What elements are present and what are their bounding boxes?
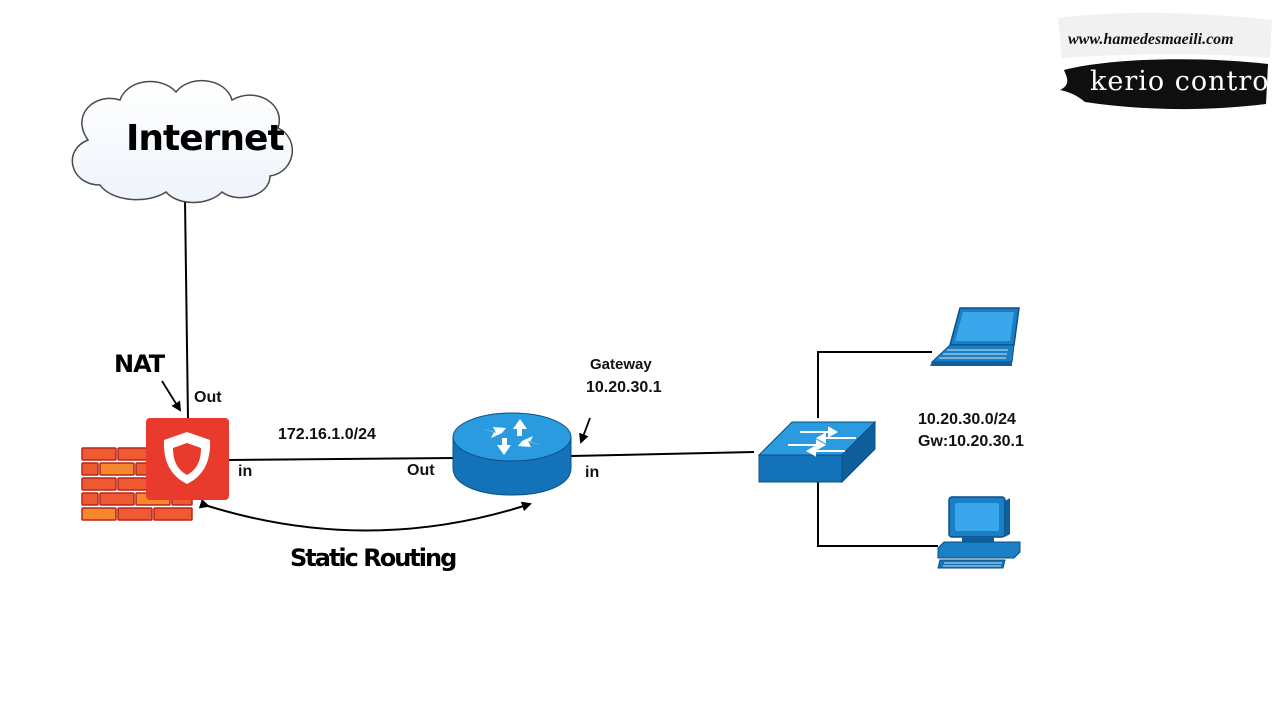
router-out-label: Out xyxy=(407,462,435,479)
lan-gateway-label: Gw:10.20.30.1 xyxy=(918,433,1024,450)
internet-label: Internet xyxy=(126,118,285,159)
gateway-title-label: Gateway xyxy=(590,356,652,373)
desktop-computer-icon[interactable] xyxy=(937,496,1021,569)
product-logo-text: kerio control xyxy=(1090,66,1280,97)
wan-subnet-label: 172.16.1.0/24 xyxy=(278,426,376,443)
link-switch-laptop xyxy=(817,351,932,418)
link-firewall-router xyxy=(228,457,455,461)
static-routing-arrow xyxy=(198,498,532,532)
website-url: www.hamedesmaeili.com xyxy=(1068,31,1234,48)
switch-icon[interactable] xyxy=(757,420,877,484)
nat-pointer-arrow xyxy=(161,380,182,412)
firewall-out-label: Out xyxy=(194,389,222,406)
laptop-icon[interactable] xyxy=(930,307,1020,366)
link-router-switch xyxy=(570,451,755,457)
lan-subnet-label: 10.20.30.0/24 xyxy=(918,411,1016,428)
kerio-shield-icon[interactable] xyxy=(146,418,229,500)
router-in-label: in xyxy=(585,464,600,481)
link-internet-firewall xyxy=(184,199,189,421)
link-switch-desktop xyxy=(817,480,938,547)
gateway-ip-label: 10.20.30.1 xyxy=(586,379,662,396)
connections xyxy=(184,199,938,547)
nat-label: NAT xyxy=(114,350,165,378)
firewall-in-label: in xyxy=(238,463,253,480)
gateway-pointer-arrow xyxy=(579,417,591,444)
internet-cloud-icon xyxy=(71,79,293,204)
router-icon[interactable] xyxy=(452,412,572,496)
static-routing-label: Static Routing xyxy=(290,544,457,572)
brand-brush-stroke xyxy=(1058,12,1272,110)
